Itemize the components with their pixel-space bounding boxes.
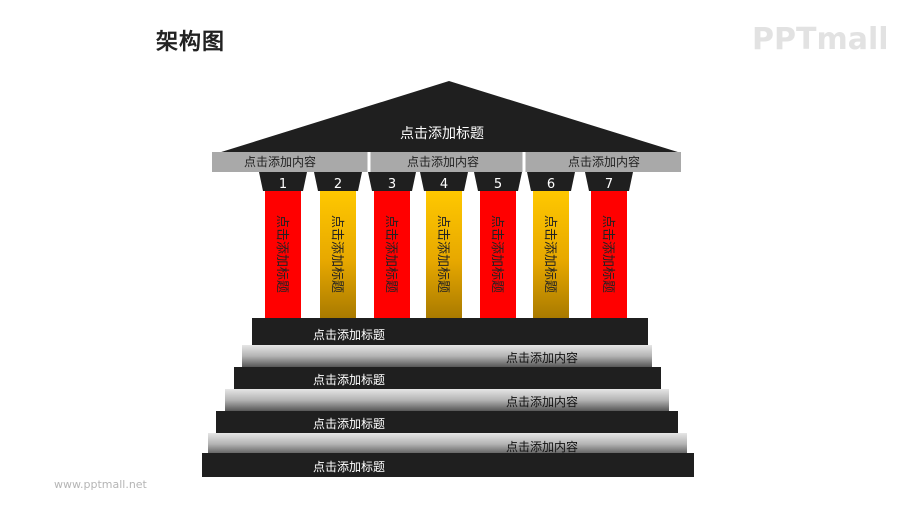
column-label[interactable]: 点击添加标题	[383, 215, 398, 293]
column-capital	[314, 172, 362, 191]
step-6	[208, 433, 687, 455]
column-capital	[585, 172, 633, 191]
column-capital	[527, 172, 575, 191]
step-label[interactable]: 点击添加标题	[313, 373, 385, 387]
beam-item[interactable]: 点击添加内容	[407, 154, 479, 169]
column-number: 2	[334, 177, 342, 192]
column-label[interactable]: 点击添加标题	[435, 215, 450, 293]
column-number: 7	[605, 177, 613, 192]
column-label[interactable]: 点击添加标题	[489, 215, 504, 293]
column-number: 4	[440, 177, 448, 192]
column-label[interactable]: 点击添加标题	[329, 215, 344, 293]
column-number: 3	[388, 177, 396, 192]
footer-url: www.pptmall.net	[54, 478, 147, 491]
column-shaft-red	[374, 191, 410, 318]
step-2	[242, 345, 652, 367]
step-label[interactable]: 点击添加内容	[506, 439, 578, 454]
column-capital	[259, 172, 307, 191]
brand-logo: PPTmall	[752, 22, 889, 57]
column-label[interactable]: 点击添加标题	[542, 215, 557, 293]
column-capital	[368, 172, 416, 191]
roof-title[interactable]: 点击添加标题	[400, 126, 484, 142]
beam-item[interactable]: 点击添加内容	[244, 154, 316, 169]
beam-item[interactable]: 点击添加内容	[568, 154, 640, 169]
step-3	[234, 367, 661, 389]
column-shaft-red	[591, 191, 627, 318]
step-label[interactable]: 点击添加标题	[313, 460, 385, 474]
column-label[interactable]: 点击添加标题	[600, 215, 615, 293]
column-shaft-gold	[426, 191, 462, 318]
page-title: 架构图	[156, 30, 226, 55]
step-5	[216, 411, 678, 433]
column-number: 1	[279, 177, 287, 192]
step-label[interactable]: 点击添加内容	[506, 350, 578, 365]
column-shaft-red	[480, 191, 516, 318]
column-capital	[474, 172, 522, 191]
roof	[218, 81, 681, 153]
column-number: 5	[494, 177, 502, 192]
column-shaft-gold	[533, 191, 569, 318]
column-capital	[420, 172, 468, 191]
beam	[212, 152, 681, 172]
step-7	[202, 453, 694, 477]
step-label[interactable]: 点击添加内容	[506, 394, 578, 409]
column-label[interactable]: 点击添加标题	[274, 215, 289, 293]
column-shaft-red	[265, 191, 301, 318]
column-number: 6	[547, 177, 555, 192]
step-label[interactable]: 点击添加标题	[313, 417, 385, 431]
step-label[interactable]: 点击添加标题	[313, 328, 385, 342]
step-4	[225, 389, 669, 411]
column-shaft-gold	[320, 191, 356, 318]
step-1	[252, 318, 648, 345]
